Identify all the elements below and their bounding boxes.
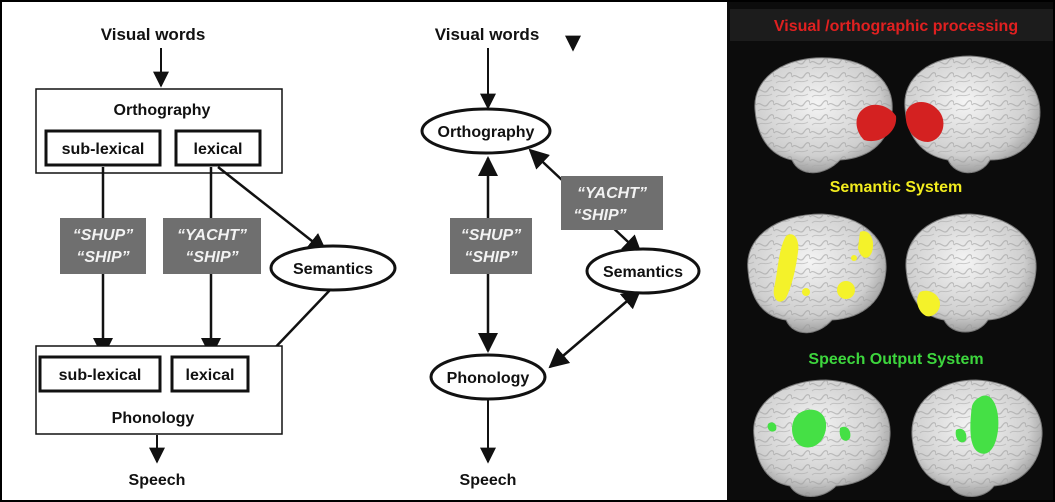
middle-orthography-label: Orthography (438, 124, 535, 141)
example-direct-box (450, 218, 532, 274)
brain-left-semantic (747, 213, 887, 334)
phonology-label: Phonology (112, 410, 195, 427)
speech-output-title: Speech Output System (808, 351, 983, 368)
ortho-sublexical-box (44, 129, 162, 167)
phon-lexical-label: lexical (186, 367, 235, 384)
left-semantics-node (269, 244, 397, 292)
example-sublexical-line1: “SHUP” (73, 227, 133, 244)
example-sublexical-box (60, 218, 146, 274)
brain-panel: Visual /orthographic processing Semantic… (727, 2, 1053, 500)
brain-right-visual (904, 55, 1041, 174)
middle-output-label: Speech (460, 472, 517, 489)
middle-phonology-node (429, 353, 547, 401)
example-semantic-line2: “SHIP” (573, 207, 626, 224)
ortho-lexical-label: lexical (194, 141, 243, 158)
middle-semantics-node (585, 247, 701, 295)
example-direct-line1: “SHUP” (461, 227, 521, 244)
example-lexical-box (163, 218, 261, 274)
semantic-system-title: Semantic System (830, 179, 963, 196)
left-semantics-label: Semantics (293, 261, 373, 278)
example-lexical-line1: “YACHT” (177, 227, 247, 244)
example-semantic-box (561, 176, 663, 230)
middle-phonology-label: Phonology (447, 370, 530, 387)
ortho-sublexical-label: sub-lexical (62, 141, 145, 158)
middle-orthography-node (420, 107, 552, 155)
phon-lexical-box (170, 355, 250, 393)
middle-input-label: Visual words (435, 25, 540, 44)
triangle-model: Visual words Orthography “SHUP” “SHIP” “… (420, 25, 701, 489)
brain-left-visual (754, 57, 897, 174)
left-output-label: Speech (129, 472, 186, 489)
example-semantic-line1: “YACHT” (577, 185, 647, 202)
brain-left-speech (753, 379, 891, 497)
ortho-lexical-box (174, 129, 262, 167)
example-direct-line2: “SHIP” (464, 249, 517, 266)
middle-semantics-label: Semantics (603, 264, 683, 281)
phon-sublexical-label: sub-lexical (59, 367, 142, 384)
orthography-label: Orthography (114, 102, 211, 119)
example-lexical-line2: “SHIP” (185, 249, 238, 266)
brain-right-semantic (905, 213, 1037, 333)
left-input-label: Visual words (101, 25, 206, 44)
example-sublexical-line2: “SHIP” (76, 249, 129, 266)
brain-right-speech (911, 379, 1043, 497)
phon-sublexical-box (38, 355, 162, 393)
visual-processing-title: Visual /orthographic processing (774, 18, 1018, 35)
dual-route-model: Visual words Orthography sub-lexical lex… (35, 25, 397, 489)
